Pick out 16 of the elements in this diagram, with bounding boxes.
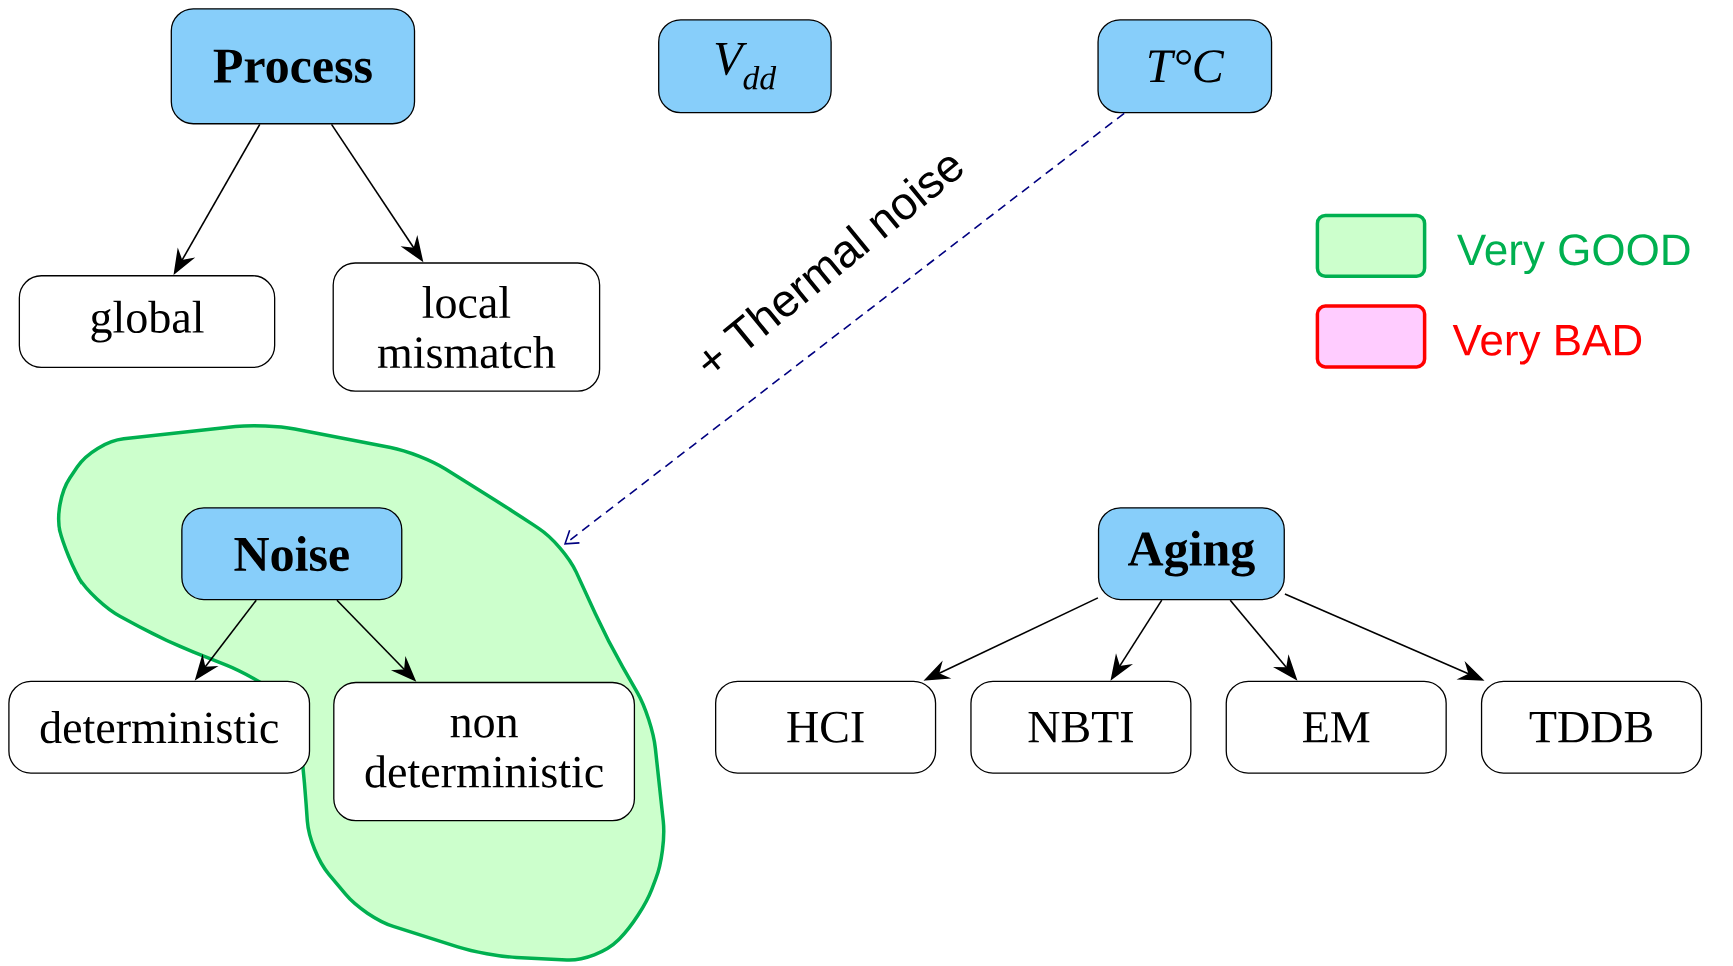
category-box: T°C <box>1097 19 1273 114</box>
category-box: Process <box>170 8 416 125</box>
legend-label: Very BAD <box>1452 325 1642 365</box>
item-box: deterministic <box>8 680 311 774</box>
item-box: global <box>18 275 276 369</box>
item-box: EM <box>1225 680 1447 774</box>
item-box: local mismatch <box>332 262 601 392</box>
item-box: HCI <box>715 680 937 774</box>
item-box: NBTI <box>970 680 1192 774</box>
category-box: V$_{dd}$ <box>658 19 832 114</box>
category-box: Aging <box>1097 507 1285 601</box>
item-box: non deterministic <box>333 681 636 822</box>
item-box: TDDB <box>1480 680 1703 774</box>
category-box: Noise <box>181 507 403 601</box>
legend-label: Very GOOD <box>1457 234 1690 275</box>
arrow <box>563 112 1125 545</box>
